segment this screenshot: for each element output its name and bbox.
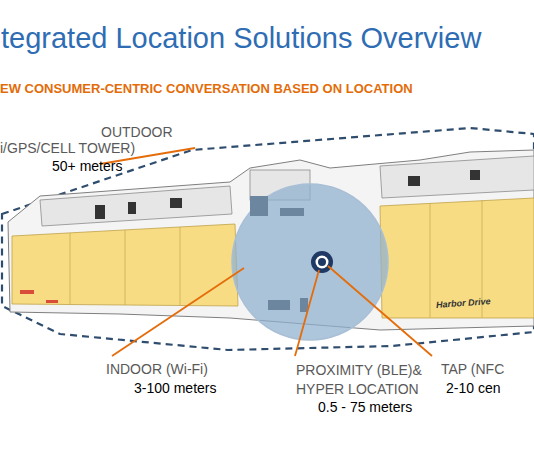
range-heading: OUTDOOR [101,124,173,140]
range-value: 0.5 - 75 meters [318,399,412,415]
circle-map-details [250,196,308,312]
range-heading: TAP (NFC [441,361,504,377]
outdoor-boundary [2,128,534,350]
range-heading: i/GPS/CELL TOWER) [0,140,135,156]
subtitle: EW CONSUMER-CENTRIC CONVERSATION BASED O… [0,82,413,97]
proximity-target [311,251,333,273]
map-markers [20,290,58,303]
proximity-dot [318,258,326,266]
slide-title: tegrated Location Solutions Overview [1,22,481,55]
indoor-range-circle [232,184,388,340]
leader-lines [100,148,432,356]
range-value: 3-100 meters [134,380,216,396]
range-value: 2-10 cen [446,380,500,396]
range-heading: INDOOR (Wi-Fi) [106,361,208,377]
exhibit-hall-right [380,198,534,318]
range-value: 50+ meters [52,158,122,174]
range-heading: PROXIMITY (BLE)& HYPER LOCATION [296,361,436,399]
proximity-ring [316,256,329,269]
